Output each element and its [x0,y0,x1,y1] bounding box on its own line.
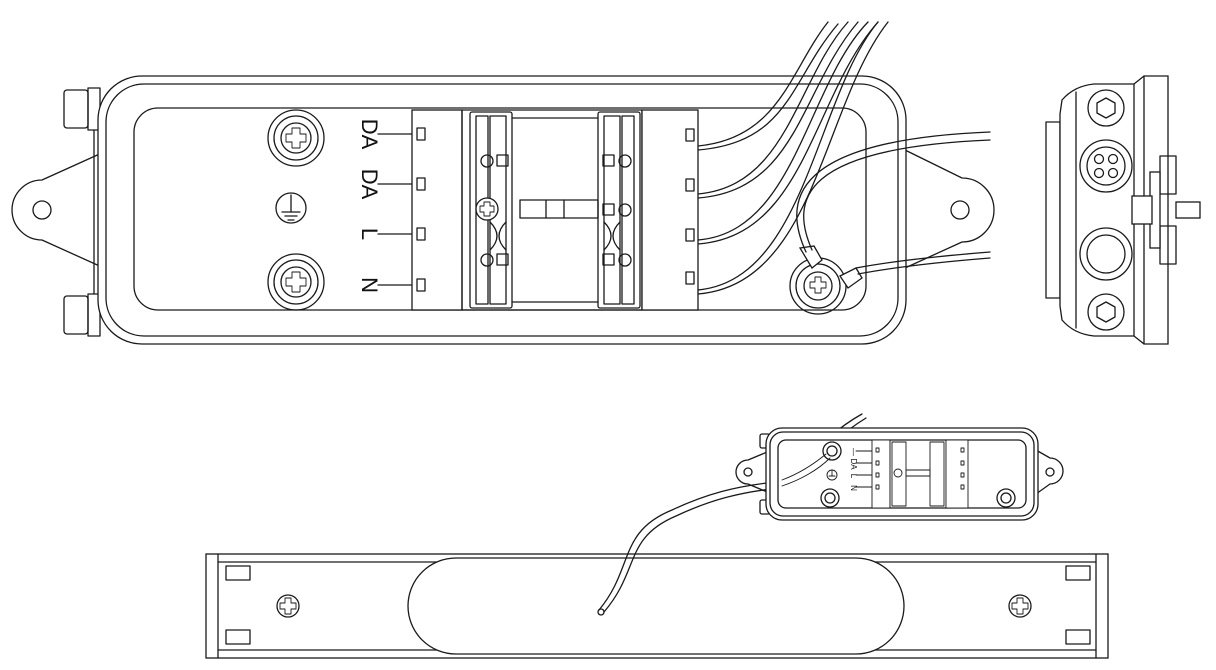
side-lid-flange [1045,121,1061,299]
hex-nut-icon [1087,89,1125,127]
upper-lid-screw [267,109,325,167]
ground-symbol-icon [275,192,307,224]
junction-box-top-view: DA DA L N [11,75,995,345]
mini-label-n: N [849,485,858,491]
cross-screw-icon [279,597,297,615]
cross-screw-icon [285,127,307,149]
terminal-label-n: N [357,277,382,293]
luminaire-center-opening [407,557,905,655]
mini-label-l: L [849,474,858,479]
housing-rim [105,83,899,337]
side-pin-base [1131,195,1153,225]
blank-gland [1079,227,1133,281]
mounting-screw-right [1008,594,1032,618]
side-pin [1175,201,1201,219]
left-mounting-ear [11,151,105,269]
din-rail-assembly [461,109,643,311]
cross-screw-icon [479,201,495,217]
right-terminal-block [641,109,699,311]
terminal-leader-lines [377,133,413,286]
cable-gland-icon [1079,139,1133,193]
ground-symbol-icon [826,469,838,481]
left-terminal-block [411,109,463,311]
junction-box-side-view [1045,75,1201,345]
left-ear-hole [32,200,52,220]
luminaire-body [205,553,1109,659]
lower-lid-screw [267,253,325,311]
mini-label-da: DA [849,458,858,470]
mini-label-dash: — [849,448,858,456]
terminal-label-l: L [357,228,382,240]
side-housing [1059,75,1169,345]
right-mounting-ear [904,149,995,269]
hex-nut-icon [1087,293,1125,331]
cross-screw-icon [1011,597,1029,615]
wire-bundle [697,21,991,295]
hinge-pad-top [63,89,89,129]
junction-box-small: — DA L N [735,427,1064,521]
cross-screw-icon [285,271,307,293]
right-ear-hole [950,200,970,220]
hinge-pad-bottom [63,295,89,335]
mounting-screw-left [276,594,300,618]
cross-screw-icon [809,276,827,294]
